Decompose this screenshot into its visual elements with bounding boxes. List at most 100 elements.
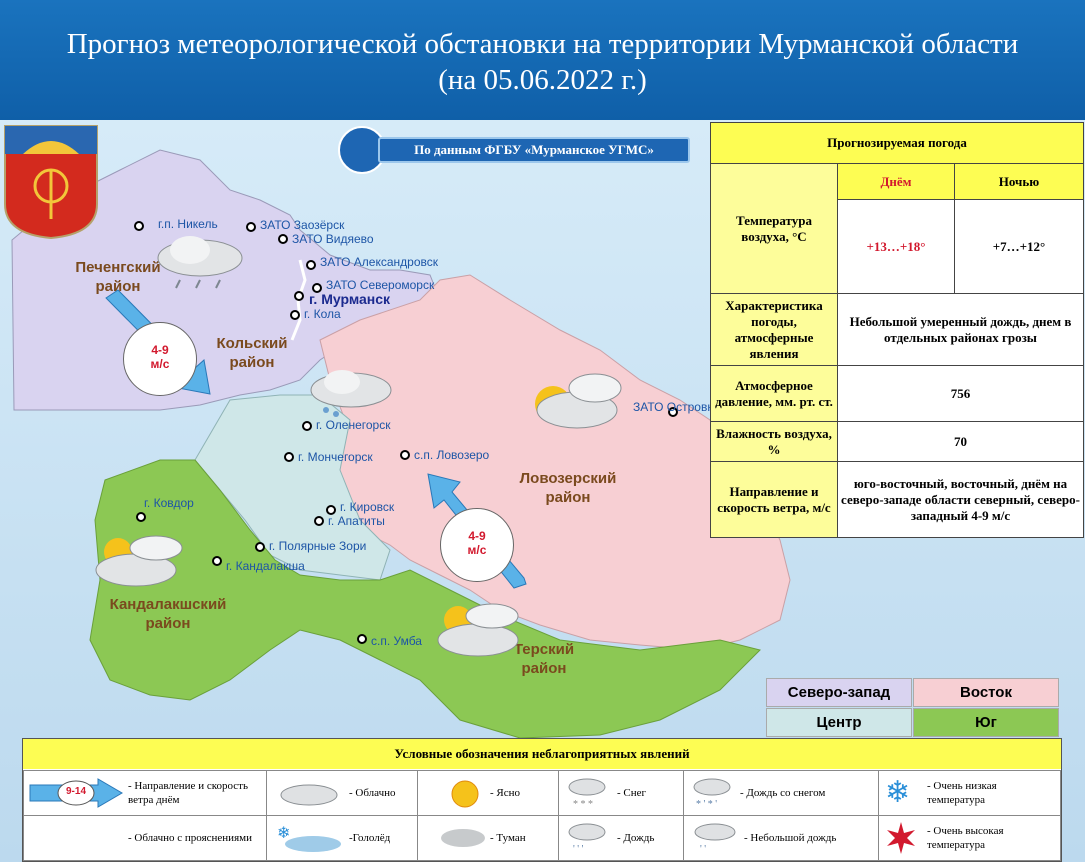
title-line-2: (на 05.06.2022 г.)	[438, 64, 647, 96]
source-label: По данным ФГБУ «Мурманское УГМС»	[378, 137, 690, 163]
ice-icon: ❄	[277, 825, 341, 852]
snow-icon: * * *	[568, 778, 606, 810]
partly-cloudy-icon	[437, 603, 519, 657]
weather-value: Небольшой умеренный дождь, днем в отдель…	[837, 293, 1084, 366]
legend-title: Условные обозначения неблагоприятных явл…	[23, 739, 1061, 769]
night-header: Ночью	[954, 163, 1084, 200]
place-marker	[284, 452, 294, 462]
legend-text: - Очень низкая температура	[927, 780, 997, 806]
forecast-title: Прогнозируемая погода	[710, 122, 1084, 164]
legend-text: - Направление и скорость ветра днём	[128, 780, 248, 806]
place-marker	[400, 450, 410, 460]
svg-text:' ' ': ' ' '	[573, 844, 584, 855]
sun-icon	[451, 780, 479, 808]
region-name: Ловозерский район	[519, 470, 617, 506]
place-marker	[357, 634, 367, 644]
region-label: Печенгский район	[70, 258, 166, 296]
hot-sun-icon	[887, 822, 915, 854]
place-marker	[294, 291, 304, 301]
place-marker	[290, 310, 300, 320]
source-banner: По данным ФГБУ «Мурманское УГМС»	[338, 124, 690, 174]
place-marker	[668, 407, 678, 417]
region-label: Ловозерский район	[506, 469, 630, 507]
partly-cloudy-icon	[535, 373, 622, 429]
legend-text: - Ясно	[490, 787, 521, 799]
legend-item: - Облачно с прояснениями	[23, 815, 267, 861]
light-rain-icon: ' '	[694, 823, 736, 855]
humidity-label: Влажность воздуха, %	[710, 421, 838, 462]
legend-text: - Снег	[617, 787, 647, 799]
zone-center: Центр	[766, 708, 912, 737]
zone-south	[89, 459, 761, 739]
wind-label: Направление и скорость ветра, м/с	[710, 461, 838, 538]
wind-unit: м/с	[467, 543, 487, 557]
place-label: г. Мурманск	[309, 291, 391, 307]
zone-legend: Северо-запад Восток Центр Юг	[766, 678, 1060, 738]
pressure-label: Атмосферное давление, мм. рт. ст.	[710, 365, 838, 422]
svg-text:* * *: * * *	[573, 799, 593, 810]
legend-item: * ' * ' - Дождь со снегом	[683, 770, 879, 816]
temp-day: +13…+18°	[837, 199, 955, 294]
fog-icon	[441, 829, 485, 847]
place-label: г. Кандалакша	[226, 559, 305, 573]
place-label: г. Полярные Зори	[269, 539, 367, 553]
legend-text: - Облачно	[349, 787, 396, 799]
legend-text: - Небольшой дождь	[744, 832, 837, 844]
region-label: Терский район	[504, 640, 584, 678]
legend-text: - Туман	[490, 832, 526, 844]
legend-item: ' ' - Небольшой дождь	[683, 815, 879, 861]
legend-item: ❄ -Гололёд	[266, 815, 418, 861]
zone-south: Юг	[913, 708, 1059, 737]
legend-item: - Туман	[417, 815, 559, 861]
weather-label: Характеристика погоды, атмосферные явлен…	[710, 293, 838, 366]
place-marker	[312, 283, 322, 293]
wind-unit: м/с	[150, 357, 170, 371]
rain-cloud-icon	[310, 370, 392, 417]
zone-east: Восток	[913, 678, 1059, 707]
sleet-icon: * ' * '	[693, 778, 731, 810]
wind-value: юго-восточный, восточный, днём на северо…	[837, 461, 1084, 538]
rain-cloud-icon	[157, 236, 243, 289]
place-label: г. Оленегорск	[316, 418, 391, 432]
cloudy-icon	[280, 784, 338, 806]
place-label: с.п. Ловозеро	[414, 448, 490, 462]
legend-item: ❄ - Очень низкая температура	[878, 770, 1061, 816]
wind-value: 4-9	[151, 343, 169, 357]
svg-text:' ': ' '	[700, 844, 706, 855]
place-marker	[246, 222, 256, 232]
title-line-1: Прогноз метеорологической обстановки на …	[66, 28, 1019, 60]
legend-text: - Дождь со снегом	[740, 787, 826, 799]
partly-cloudy-icon	[95, 535, 183, 587]
header: Прогноз метеорологической обстановки на …	[0, 0, 1085, 120]
place-marker	[314, 516, 324, 526]
wind-arrow-icon	[29, 778, 123, 808]
place-label: г.п. Никель	[158, 217, 218, 231]
legend-item: ' ' ' - Дождь	[558, 815, 684, 861]
place-label: ЗАТО Североморск	[326, 278, 435, 292]
place-label: ЗАТО Заозёрск	[260, 218, 345, 232]
legend-text: - Дождь	[617, 832, 655, 844]
legend-item: - Облачно	[266, 770, 418, 816]
zone-center	[194, 394, 391, 581]
legend-text: -Гололёд	[349, 832, 391, 844]
legend-text: - Облачно с прояснениями	[128, 832, 252, 844]
temp-night: +7…+12°	[954, 199, 1084, 294]
place-marker	[134, 221, 144, 231]
wind-speed-badge: 4-9 м/с	[123, 322, 197, 396]
place-label: ЗАТО Александровск	[320, 255, 438, 269]
region-name: Кольский район	[216, 335, 288, 371]
legend-item: * * * - Снег	[558, 770, 684, 816]
snowflake-icon: ❄	[885, 776, 911, 809]
svg-text:* ' * ': * ' * '	[696, 799, 717, 810]
place-marker	[302, 421, 312, 431]
place-label: с.п. Умба	[371, 634, 422, 648]
place-marker	[136, 512, 146, 522]
region-label: Кандалакшский район	[96, 595, 240, 633]
place-marker	[326, 505, 336, 515]
region-label: Кольский район	[206, 334, 298, 372]
legend-text: - Очень высокая температура	[927, 825, 1004, 851]
region-name: Кандалакшский район	[109, 596, 227, 632]
zone-nw: Северо-запад	[766, 678, 912, 707]
forecast-table: Прогнозируемая погода Температура воздух…	[710, 122, 1084, 538]
legend-item: 9-14 - Направление и скорость ветра днём	[23, 770, 267, 816]
